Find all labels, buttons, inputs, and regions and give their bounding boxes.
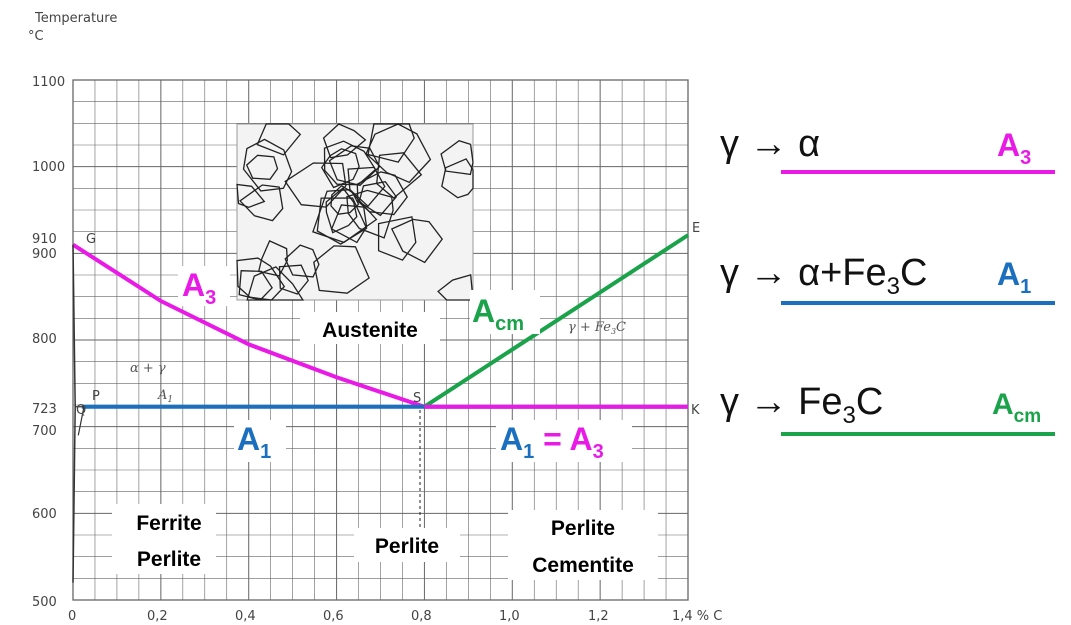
point-s: S [413, 391, 421, 406]
y-tick-800: 800 [32, 332, 57, 347]
x-tick-1.4: 1,4 % C [672, 609, 722, 624]
grain-boundary [367, 123, 415, 163]
grain-boundary [330, 204, 368, 244]
legend-row1-reaction: γ → α [720, 123, 820, 165]
perlite-bg [354, 528, 460, 562]
point-q: Q [76, 403, 86, 418]
grain-boundary [278, 264, 309, 295]
y-axis-unit: °C [28, 29, 44, 44]
legend-row3-label: Acm [992, 388, 1041, 427]
x-tick-1.0: 1,0 [499, 609, 520, 624]
perlite-cementite-bg [508, 510, 658, 580]
region-perlite: Perlite [375, 535, 439, 558]
y-tick-700: 700 [32, 424, 57, 439]
region-gamma-fe3c: γ + Fe3C [568, 320, 626, 336]
acm-label-bg [470, 290, 540, 334]
x-tick-1.2: 1,2 [588, 609, 609, 624]
series-a3 [71, 242, 426, 409]
grain-boundary [346, 189, 394, 239]
grain-boundary [328, 145, 381, 187]
grain-boundary [440, 139, 474, 176]
point-g: G [86, 232, 96, 247]
grain-boundary [323, 140, 377, 186]
grain-boundary [330, 184, 360, 215]
x-tick-0.2: 0,2 [147, 609, 168, 624]
grain-boundary [358, 180, 398, 217]
grain-boundary [245, 154, 279, 180]
x-tick-0.4: 0,4 [235, 609, 256, 624]
austenite-micrograph [236, 123, 474, 301]
x-tick-0.8: 0,8 [411, 609, 432, 624]
point-e: E [692, 221, 700, 236]
gp-curve [75, 406, 85, 436]
grain-boundary [441, 158, 474, 199]
grain-boundary [284, 244, 320, 278]
ferrite-bg [112, 504, 216, 574]
y-tick-1100: 1100 [32, 75, 65, 90]
y-axis-title: Temperature [34, 11, 117, 26]
y-tick-910: 910 [32, 232, 57, 247]
grain-boundary [356, 171, 408, 216]
region-cementite: Cementite [532, 554, 634, 577]
grain-boundary [239, 184, 284, 222]
a3-line-label: A3 [182, 267, 216, 309]
y-tick-1000: 1000 [32, 160, 65, 175]
x-tick-0.6: 0,6 [323, 609, 344, 624]
y-tick-600: 600 [32, 507, 57, 522]
grain-boundary [377, 216, 417, 261]
a1-label-bg [234, 420, 286, 462]
grain-boundary [320, 148, 360, 189]
grain-boundary [316, 197, 368, 245]
a3-label-bg [178, 266, 230, 306]
y-tick-723: 723 [32, 402, 57, 417]
legend: γ → α A3 γ → α+Fe3C A1 γ → Fe3C Acm [720, 123, 1055, 436]
grain-boundary [390, 218, 444, 264]
y-tick-500: 500 [32, 595, 57, 610]
legend-row3-reaction: γ → Fe3C [720, 381, 883, 429]
grain-boundary [238, 270, 273, 301]
grain-boundary [246, 266, 305, 301]
grain-boundary [437, 274, 474, 301]
grain-boundary [347, 166, 386, 208]
acm-line-label: Acm [472, 293, 524, 335]
legend-row2-reaction: γ → α+Fe3C [720, 252, 927, 300]
legend-row1-label: A3 [997, 127, 1031, 169]
grain-boundary [256, 123, 302, 156]
grain-boundary [325, 187, 358, 234]
region-a1-small: A1 [157, 388, 173, 405]
grain-boundary [236, 183, 266, 208]
region-ferrite: Ferrite [136, 512, 201, 535]
grain-boundary [242, 138, 293, 192]
austenite-bg [300, 312, 440, 344]
point-k: K [691, 403, 700, 418]
region-ferrite-perlite: Perlite [137, 548, 201, 571]
grain-boundary [322, 123, 367, 159]
phase-lines [71, 233, 690, 583]
a1-eq-a3-bg [496, 420, 632, 462]
a1-eq-a3-label: A1 = A3 [500, 421, 604, 463]
y-tick-900: 900 [32, 247, 57, 262]
series-acm [423, 233, 690, 409]
ferrite-solvus [72, 244, 76, 583]
grain-boundary [376, 152, 423, 199]
region-alpha-gamma: α + γ [130, 361, 166, 376]
point-p: P [92, 389, 100, 404]
grain-boundary [313, 245, 370, 294]
grain-boundary [257, 240, 288, 277]
grain-boundary [365, 123, 432, 184]
x-tick-0: 0 [68, 609, 76, 624]
a1-line-label: A1 [237, 421, 271, 463]
legend-row2-label: A1 [997, 256, 1031, 298]
region-perlite-right: Perlite [551, 517, 615, 540]
region-austenite: Austenite [322, 319, 418, 342]
